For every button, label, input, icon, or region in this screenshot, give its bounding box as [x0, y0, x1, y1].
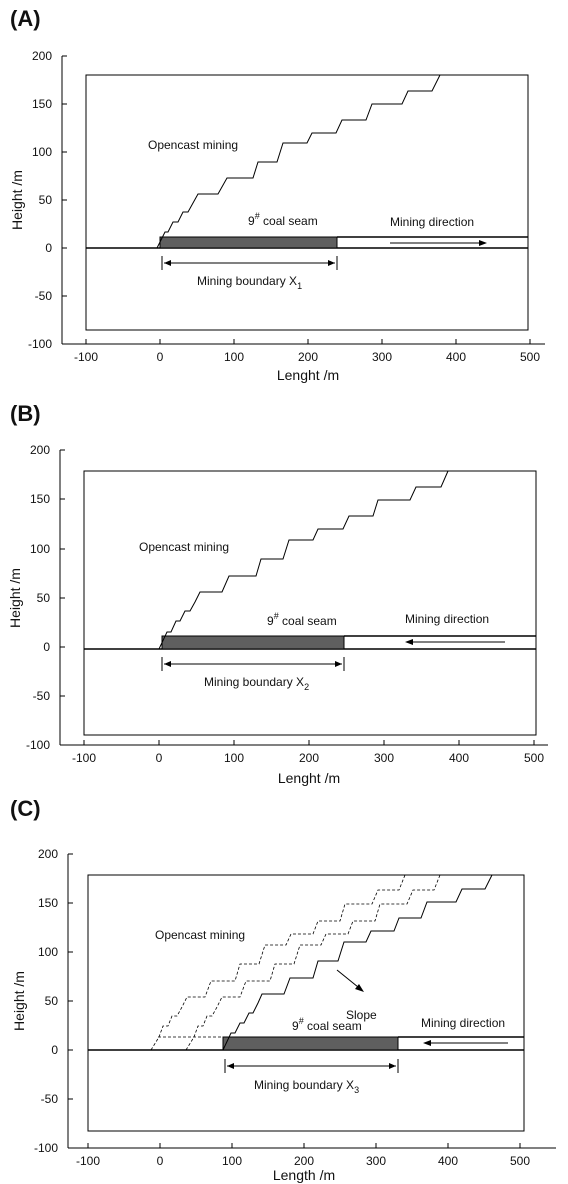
y-tick-label: 200 [30, 443, 50, 457]
y-tick-label: 200 [32, 49, 52, 63]
y-tick-label: 150 [32, 97, 52, 111]
panel-a: (A) 200 150 100 50 0 -50 -100 -10 [0, 0, 568, 395]
y-tick-label: 200 [38, 847, 58, 861]
slope-label: Slope [346, 1008, 377, 1022]
y-tick-label: -50 [35, 289, 53, 303]
slope-profile-previous-1 [150, 874, 406, 1051]
x-ticks [85, 339, 531, 344]
panel-label: (C) [10, 796, 41, 821]
slope-profile [158, 470, 449, 650]
slope-profile [156, 74, 441, 249]
x-tick-label: 400 [446, 350, 466, 364]
y-axis-title: Height /m [9, 170, 25, 230]
x-axis-title: Lenght /m [278, 770, 340, 786]
y-tick-label: 50 [37, 591, 51, 605]
y-tick-label: 100 [30, 542, 50, 556]
x-axis-title: Length /m [273, 1167, 335, 1183]
x-tick-label: 100 [222, 1154, 242, 1168]
coal-seam-block [222, 1036, 399, 1051]
y-tick-label: 150 [30, 492, 50, 506]
y-axis-title: Height /m [11, 971, 27, 1031]
coal-seam-label: 9# coal seam [248, 211, 318, 228]
y-tick-label: 0 [45, 241, 52, 255]
x-tick-label: 400 [438, 1154, 458, 1168]
diagram-b: 200 150 100 50 0 -50 -100 -100 0 100 200… [7, 443, 548, 786]
slope-profile [222, 874, 493, 1051]
y-tick-label: 100 [38, 945, 58, 959]
panel-b: (B) 200 150 100 50 0 -50 -100 -100 0 [0, 395, 568, 790]
y-tick-label: -50 [33, 689, 51, 703]
y-tick-label: -50 [41, 1092, 59, 1106]
x-tick-label: 200 [299, 751, 319, 765]
x-tick-label: 300 [372, 350, 392, 364]
y-tick-label: 50 [45, 994, 59, 1008]
x-tick-label: 200 [298, 350, 318, 364]
mining-boundary-label: Mining boundary X2 [204, 675, 309, 692]
x-tick-label: 0 [156, 751, 163, 765]
mining-boundary-label: Mining boundary X3 [254, 1078, 359, 1095]
y-tick-label: 150 [38, 896, 58, 910]
mining-boundary-label: Mining boundary X1 [197, 274, 302, 291]
panel-label: (A) [10, 6, 41, 31]
x-axis-title: Lenght /m [277, 367, 339, 383]
mining-direction-label: Mining direction [390, 215, 474, 229]
coal-seam-label: 9# coal seam [292, 1016, 362, 1033]
mining-direction-label: Mining direction [405, 612, 489, 626]
y-tick-label: 100 [32, 145, 52, 159]
model-boundary [87, 874, 525, 1132]
x-tick-label: 0 [157, 350, 164, 364]
x-tick-label: -100 [76, 1154, 100, 1168]
x-tick-label: 100 [224, 751, 244, 765]
diagram-c: 200 150 100 50 0 -50 -100 -100 0 100 200… [11, 847, 556, 1183]
mining-direction-label: Mining direction [421, 1016, 505, 1030]
x-tick-label: 300 [366, 1154, 386, 1168]
opencast-mining-label: Opencast mining [148, 138, 238, 152]
x-tick-label: 500 [520, 350, 540, 364]
y-tick-label: -100 [26, 738, 50, 752]
opencast-mining-label: Opencast mining [139, 540, 229, 554]
panel-label: (B) [10, 401, 41, 426]
y-tick-label: 0 [43, 640, 50, 654]
coal-seam-label: 9# coal seam [267, 611, 337, 628]
panel-c: (C) 200 150 100 50 0 -50 -100 -100 0 [0, 790, 568, 1184]
diagram-a: 200 150 100 50 0 -50 -100 -100 0 100 200… [9, 49, 545, 383]
x-tick-label: 200 [294, 1154, 314, 1168]
x-tick-label: 100 [224, 350, 244, 364]
x-tick-label: 400 [449, 751, 469, 765]
opencast-mining-label: Opencast mining [155, 928, 245, 942]
model-boundary [83, 470, 537, 736]
y-axis-title: Height /m [7, 568, 23, 628]
model-boundary [85, 74, 529, 331]
x-tick-label: 500 [510, 1154, 530, 1168]
x-tick-label: 500 [524, 751, 544, 765]
coal-seam-block [161, 635, 345, 650]
y-tick-label: -100 [28, 337, 52, 351]
x-tick-label: -100 [72, 751, 96, 765]
y-tick-label: -100 [34, 1141, 58, 1155]
y-tick-label: 50 [39, 193, 53, 207]
y-ticks [62, 55, 67, 345]
slope-profile-previous-2 [185, 874, 441, 1051]
coal-seam-block [159, 236, 338, 249]
x-tick-label: 0 [157, 1154, 164, 1168]
y-tick-label: 0 [51, 1043, 58, 1057]
x-tick-label: -100 [74, 350, 98, 364]
x-tick-label: 300 [374, 751, 394, 765]
slope-arrow [336, 969, 359, 988]
